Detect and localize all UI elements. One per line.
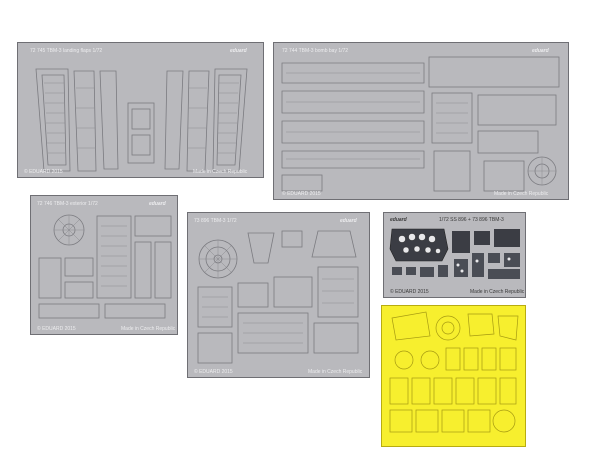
interior-fret-title: 73 896 TBM-3 1/72 xyxy=(194,218,237,224)
exterior-fret-title: 72 746 TBM-3 exterior 1/72 xyxy=(37,201,98,207)
interior-fret-copyright: © EDUARD 2015 xyxy=(194,369,233,375)
color-fret-title: 1/72 SS 896 + 73 896 TBM-3 xyxy=(439,217,504,223)
interior-fret-origin: Made in Czech Republic xyxy=(308,369,363,375)
interior-parts-artwork xyxy=(197,230,359,364)
bombbay-fret-origin: Made in Czech Republic xyxy=(494,191,549,197)
color-fret-brand: eduard xyxy=(390,217,407,223)
flaps-fret: 72 745 TBM-3 landing flaps 1/72 eduard xyxy=(17,42,264,178)
bombbay-fret: 72 744 TBM-3 bomb bay 1/72 eduard xyxy=(273,42,569,200)
flaps-fret-copyright: © EDUARD 2015 xyxy=(24,169,63,175)
flaps-fret-origin: Made in Czech Republic xyxy=(193,169,248,175)
bombbay-parts-artwork xyxy=(281,56,560,192)
color-fret-copyright: © EDUARD 2015 xyxy=(390,289,429,295)
exterior-fret-copyright: © EDUARD 2015 xyxy=(37,326,76,332)
exterior-fret-brand: eduard xyxy=(149,201,166,207)
bombbay-fret-title: 72 744 TBM-3 bomb bay 1/72 xyxy=(282,48,349,54)
color-fret-origin: Made in Czech Republic xyxy=(470,289,525,295)
flaps-fret-brand: eduard xyxy=(230,48,247,54)
exterior-fret: 72 746 TBM-3 exterior 1/72 eduard © EDUA… xyxy=(30,195,178,335)
color-fret: eduard 1/72 SS 896 + 73 896 TBM-3 © EDUA… xyxy=(383,212,526,298)
canopy-mask-sheet xyxy=(381,305,526,447)
interior-fret: 73 896 TBM-3 1/72 eduard xyxy=(187,212,370,378)
flaps-parts-artwork xyxy=(35,68,248,172)
color-parts-artwork xyxy=(389,228,520,279)
bombbay-fret-copyright: © EDUARD 2015 xyxy=(282,191,321,197)
flaps-fret-title: 72 745 TBM-3 landing flaps 1/72 xyxy=(30,48,103,54)
exterior-parts-artwork xyxy=(38,214,172,319)
exterior-fret-origin: Made in Czech Republic xyxy=(121,326,176,332)
mask-shapes-artwork xyxy=(389,311,519,433)
interior-fret-brand: eduard xyxy=(340,218,357,224)
bombbay-fret-brand: eduard xyxy=(532,48,549,54)
